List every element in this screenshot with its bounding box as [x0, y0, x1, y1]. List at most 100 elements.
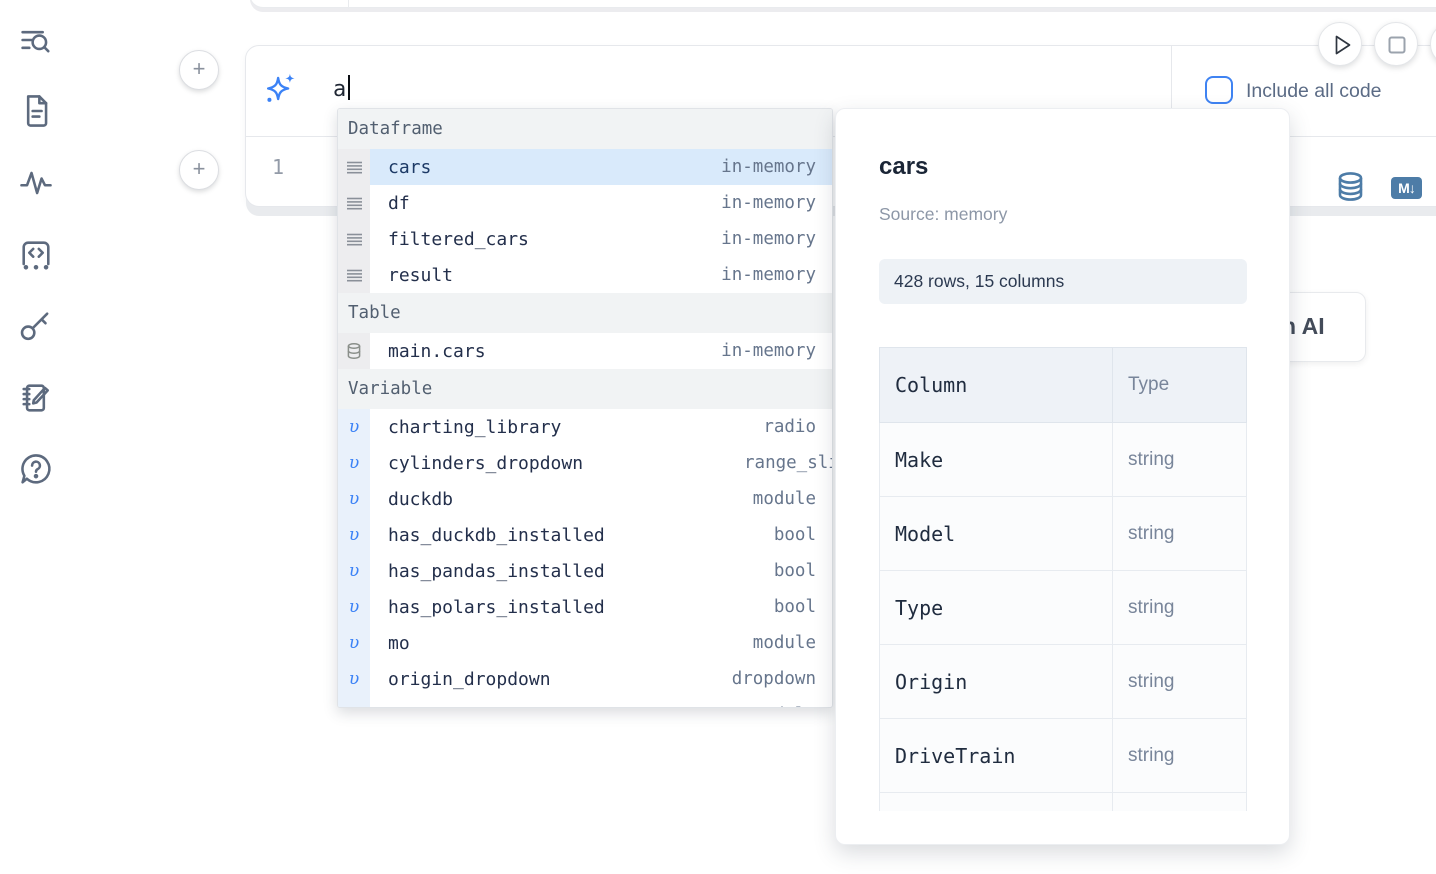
- markdown-icon[interactable]: M↓: [1391, 177, 1422, 199]
- autocomplete-section-variable: Variable υ charting_library radio υ cyli…: [338, 369, 832, 708]
- schema-column-type: string: [1112, 570, 1247, 645]
- autocomplete-item-name: has_duckdb_installed: [388, 524, 605, 546]
- autocomplete-item-name: origin_dropdown: [388, 668, 551, 690]
- autocomplete-item-type: module: [752, 489, 816, 509]
- autocomplete-item-type: in-memory: [721, 265, 816, 285]
- variable-icon: υ: [338, 517, 370, 553]
- autocomplete-item-has_pandas_installed[interactable]: υ has_pandas_installed bool: [338, 553, 832, 589]
- variable-icon: υ: [338, 409, 370, 445]
- variable-icon: υ: [338, 625, 370, 661]
- dataframe-icon: [338, 149, 370, 185]
- autocomplete-item-name: filtered_cars: [388, 228, 529, 250]
- key-icon[interactable]: [17, 307, 55, 345]
- previous-cell-divider: [348, 0, 349, 9]
- autocomplete-item-name: result: [388, 264, 454, 286]
- stop-button[interactable]: [1374, 22, 1418, 66]
- autocomplete-item-name: has_polars_installed: [388, 596, 605, 618]
- autocomplete-item-name: df: [388, 192, 410, 214]
- autocomplete-item-cars[interactable]: cars in-memory: [338, 149, 832, 185]
- autocomplete-item-name: cylinders_dropdown: [388, 452, 584, 474]
- autocomplete-section-table: Table main.cars in-memory: [338, 293, 832, 369]
- add-cell-button-top[interactable]: +: [179, 50, 219, 90]
- scratchpad-icon[interactable]: [17, 379, 55, 417]
- previous-cell-edge: [249, 0, 1436, 9]
- dataframe-icon: [338, 221, 370, 257]
- schema-header-column: Column: [879, 347, 1113, 423]
- autocomplete-item-has_polars_installed[interactable]: υ has_polars_installed bool: [338, 589, 832, 625]
- schema-column-name: [879, 792, 1113, 811]
- database-panel-icon[interactable]: [1336, 171, 1365, 203]
- dataframe-icon: [338, 185, 370, 221]
- autocomplete-item-type: bool: [773, 525, 816, 545]
- autocomplete-item-type: in-memory: [721, 341, 816, 361]
- help-chat-icon[interactable]: [17, 451, 55, 489]
- variable-icon: υ: [338, 589, 370, 625]
- run-cell-button[interactable]: [1318, 22, 1362, 66]
- cell-vertical-divider: [1171, 46, 1172, 136]
- activity-icon[interactable]: [17, 164, 55, 202]
- autocomplete-item-name: main.cars: [388, 340, 486, 362]
- autocomplete-item-name: cars: [388, 156, 432, 178]
- autocomplete-item-type: module: [752, 633, 816, 653]
- autocomplete-item-mo[interactable]: υ mo module: [338, 625, 832, 661]
- autocomplete-item-has_duckdb_installed[interactable]: υ has_duckdb_installed bool: [338, 517, 832, 553]
- autocomplete-item-origin_dropdown[interactable]: υ origin_dropdown dropdown: [338, 661, 832, 697]
- variable-icon: υ: [338, 445, 370, 481]
- schema-column-name: Model: [879, 496, 1113, 571]
- database-icon: [338, 333, 370, 369]
- line-number: 1: [272, 155, 285, 179]
- variable-icon: υ: [338, 481, 370, 517]
- toc-search-icon[interactable]: [17, 21, 55, 59]
- ai-prompt-text: a: [333, 77, 347, 102]
- autocomplete-item-pd[interactable]: υ pd module: [338, 697, 832, 708]
- autocomplete-item-df[interactable]: df in-memory: [338, 185, 832, 221]
- autocomplete-item-cylinders_dropdown[interactable]: υ cylinders_dropdown range_slider: [338, 445, 832, 481]
- schema-column-type: string: [1112, 422, 1247, 497]
- variable-icon: υ: [338, 697, 370, 707]
- variable-icon: υ: [338, 661, 370, 697]
- autocomplete-section-header: Dataframe: [338, 109, 832, 149]
- autocomplete-section-header: Variable: [338, 369, 832, 409]
- ai-sparkle-icon: [266, 73, 295, 102]
- schema-column-type: string: [1112, 718, 1247, 793]
- autocomplete-item-duckdb[interactable]: υ duckdb module: [338, 481, 832, 517]
- autocomplete-section-dataframe: Dataframe cars in-memory df in-memory fi…: [338, 109, 832, 293]
- add-cell-button-bottom[interactable]: +: [179, 150, 219, 190]
- schema-column-name: Type: [879, 570, 1113, 645]
- autocomplete-item-result[interactable]: result in-memory: [338, 257, 832, 293]
- schema-header-type: Type: [1112, 347, 1247, 423]
- autocomplete-item-name: pd: [370, 705, 410, 708]
- dataframe-preview-popover: cars Source: memory 428 rows, 15 columns…: [835, 108, 1290, 845]
- autocomplete-item-name: has_pandas_installed: [388, 560, 605, 582]
- snippets-code-icon[interactable]: [17, 236, 55, 274]
- autocomplete-item-name: duckdb: [388, 488, 454, 510]
- schema-row: [879, 792, 1247, 811]
- autocomplete-item-type: in-memory: [721, 193, 816, 213]
- autocomplete-section-header: Table: [338, 293, 832, 333]
- autocomplete-item-type: range_slider: [744, 453, 832, 473]
- variable-icon: υ: [338, 553, 370, 589]
- autocomplete-item-type: in-memory: [721, 157, 816, 177]
- autocomplete-item-type: dropdown: [731, 669, 816, 689]
- autocomplete-item-type: bool: [773, 561, 816, 581]
- dataframe-icon: [338, 257, 370, 293]
- document-icon[interactable]: [17, 92, 55, 130]
- ai-prompt-input[interactable]: a: [333, 75, 351, 102]
- schema-column-type: string: [1112, 496, 1247, 571]
- autocomplete-item-type: in-memory: [721, 229, 816, 249]
- autocomplete-item-charting_library[interactable]: υ charting_library radio: [338, 409, 832, 445]
- autocomplete-item-name: mo: [388, 632, 410, 654]
- schema-column-name: Make: [879, 422, 1113, 497]
- autocomplete-item-type: module: [753, 705, 832, 707]
- include-all-code-checkbox[interactable]: [1205, 76, 1233, 104]
- autocomplete-item-filtered_cars[interactable]: filtered_cars in-memory: [338, 221, 832, 257]
- schema-column-type: string: [1112, 644, 1247, 719]
- preview-title: cars: [879, 153, 929, 180]
- autocomplete-item-name: charting_library: [388, 416, 562, 438]
- schema-column-name: Origin: [879, 644, 1113, 719]
- autocomplete-item-main.cars[interactable]: main.cars in-memory: [338, 333, 832, 369]
